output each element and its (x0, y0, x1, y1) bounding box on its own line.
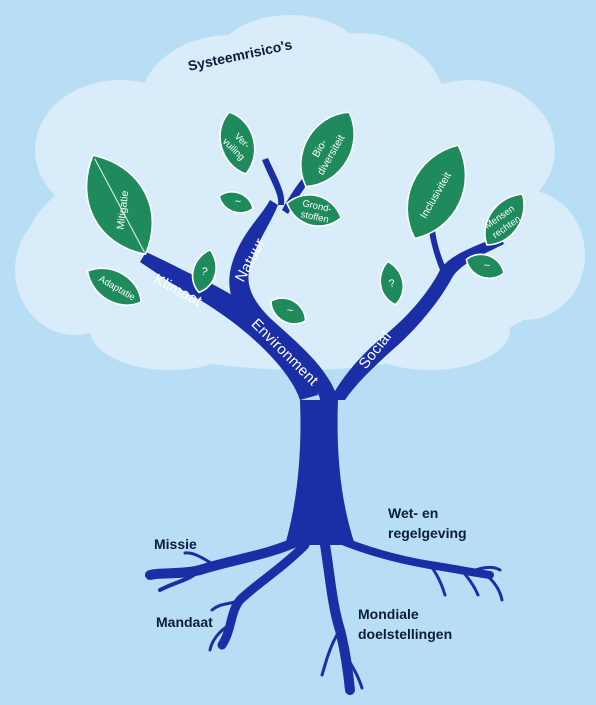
leaf-question-right: ? (379, 260, 405, 306)
root-label-missie: Missie (154, 536, 197, 552)
leaf-label-tilde-center: ~ (235, 196, 241, 208)
leaf-label-question-right: ? (388, 278, 396, 291)
leaf-question-left: ? (191, 248, 217, 294)
leaf-inclusiviteit: Inclusiviteit (406, 144, 467, 240)
leaf-label-tilde-right: ~ (484, 260, 490, 272)
leaf-label-mitigatie: Mitigatie (115, 190, 132, 230)
leaf-grondstoffen: Grond- stoffen (286, 194, 343, 227)
leaf-verdunning: Ver- vuiling (219, 111, 256, 175)
leaf-mitigatie: Mitigatie (85, 154, 154, 256)
leaf-mensenrechten: Mensen rechten (483, 193, 525, 246)
root-label-wet-1: Wet- en (388, 505, 438, 521)
leaf-label-question-left: ? (200, 265, 209, 278)
root-label-wet-2: regelgeving (388, 525, 467, 541)
leaf-tilde-right: ~ (465, 253, 505, 279)
leaf-question-center: ~ (270, 297, 307, 325)
roots (145, 535, 504, 695)
leaf-tilde-center: ~ (218, 191, 254, 214)
root-label-mondiale-2: doelstellingen (358, 626, 452, 642)
root-label-mandaat: Mandaat (156, 614, 213, 630)
leaf-label-question-center: ~ (287, 305, 293, 317)
root-label-mondiale-1: Mondiale (358, 606, 419, 622)
